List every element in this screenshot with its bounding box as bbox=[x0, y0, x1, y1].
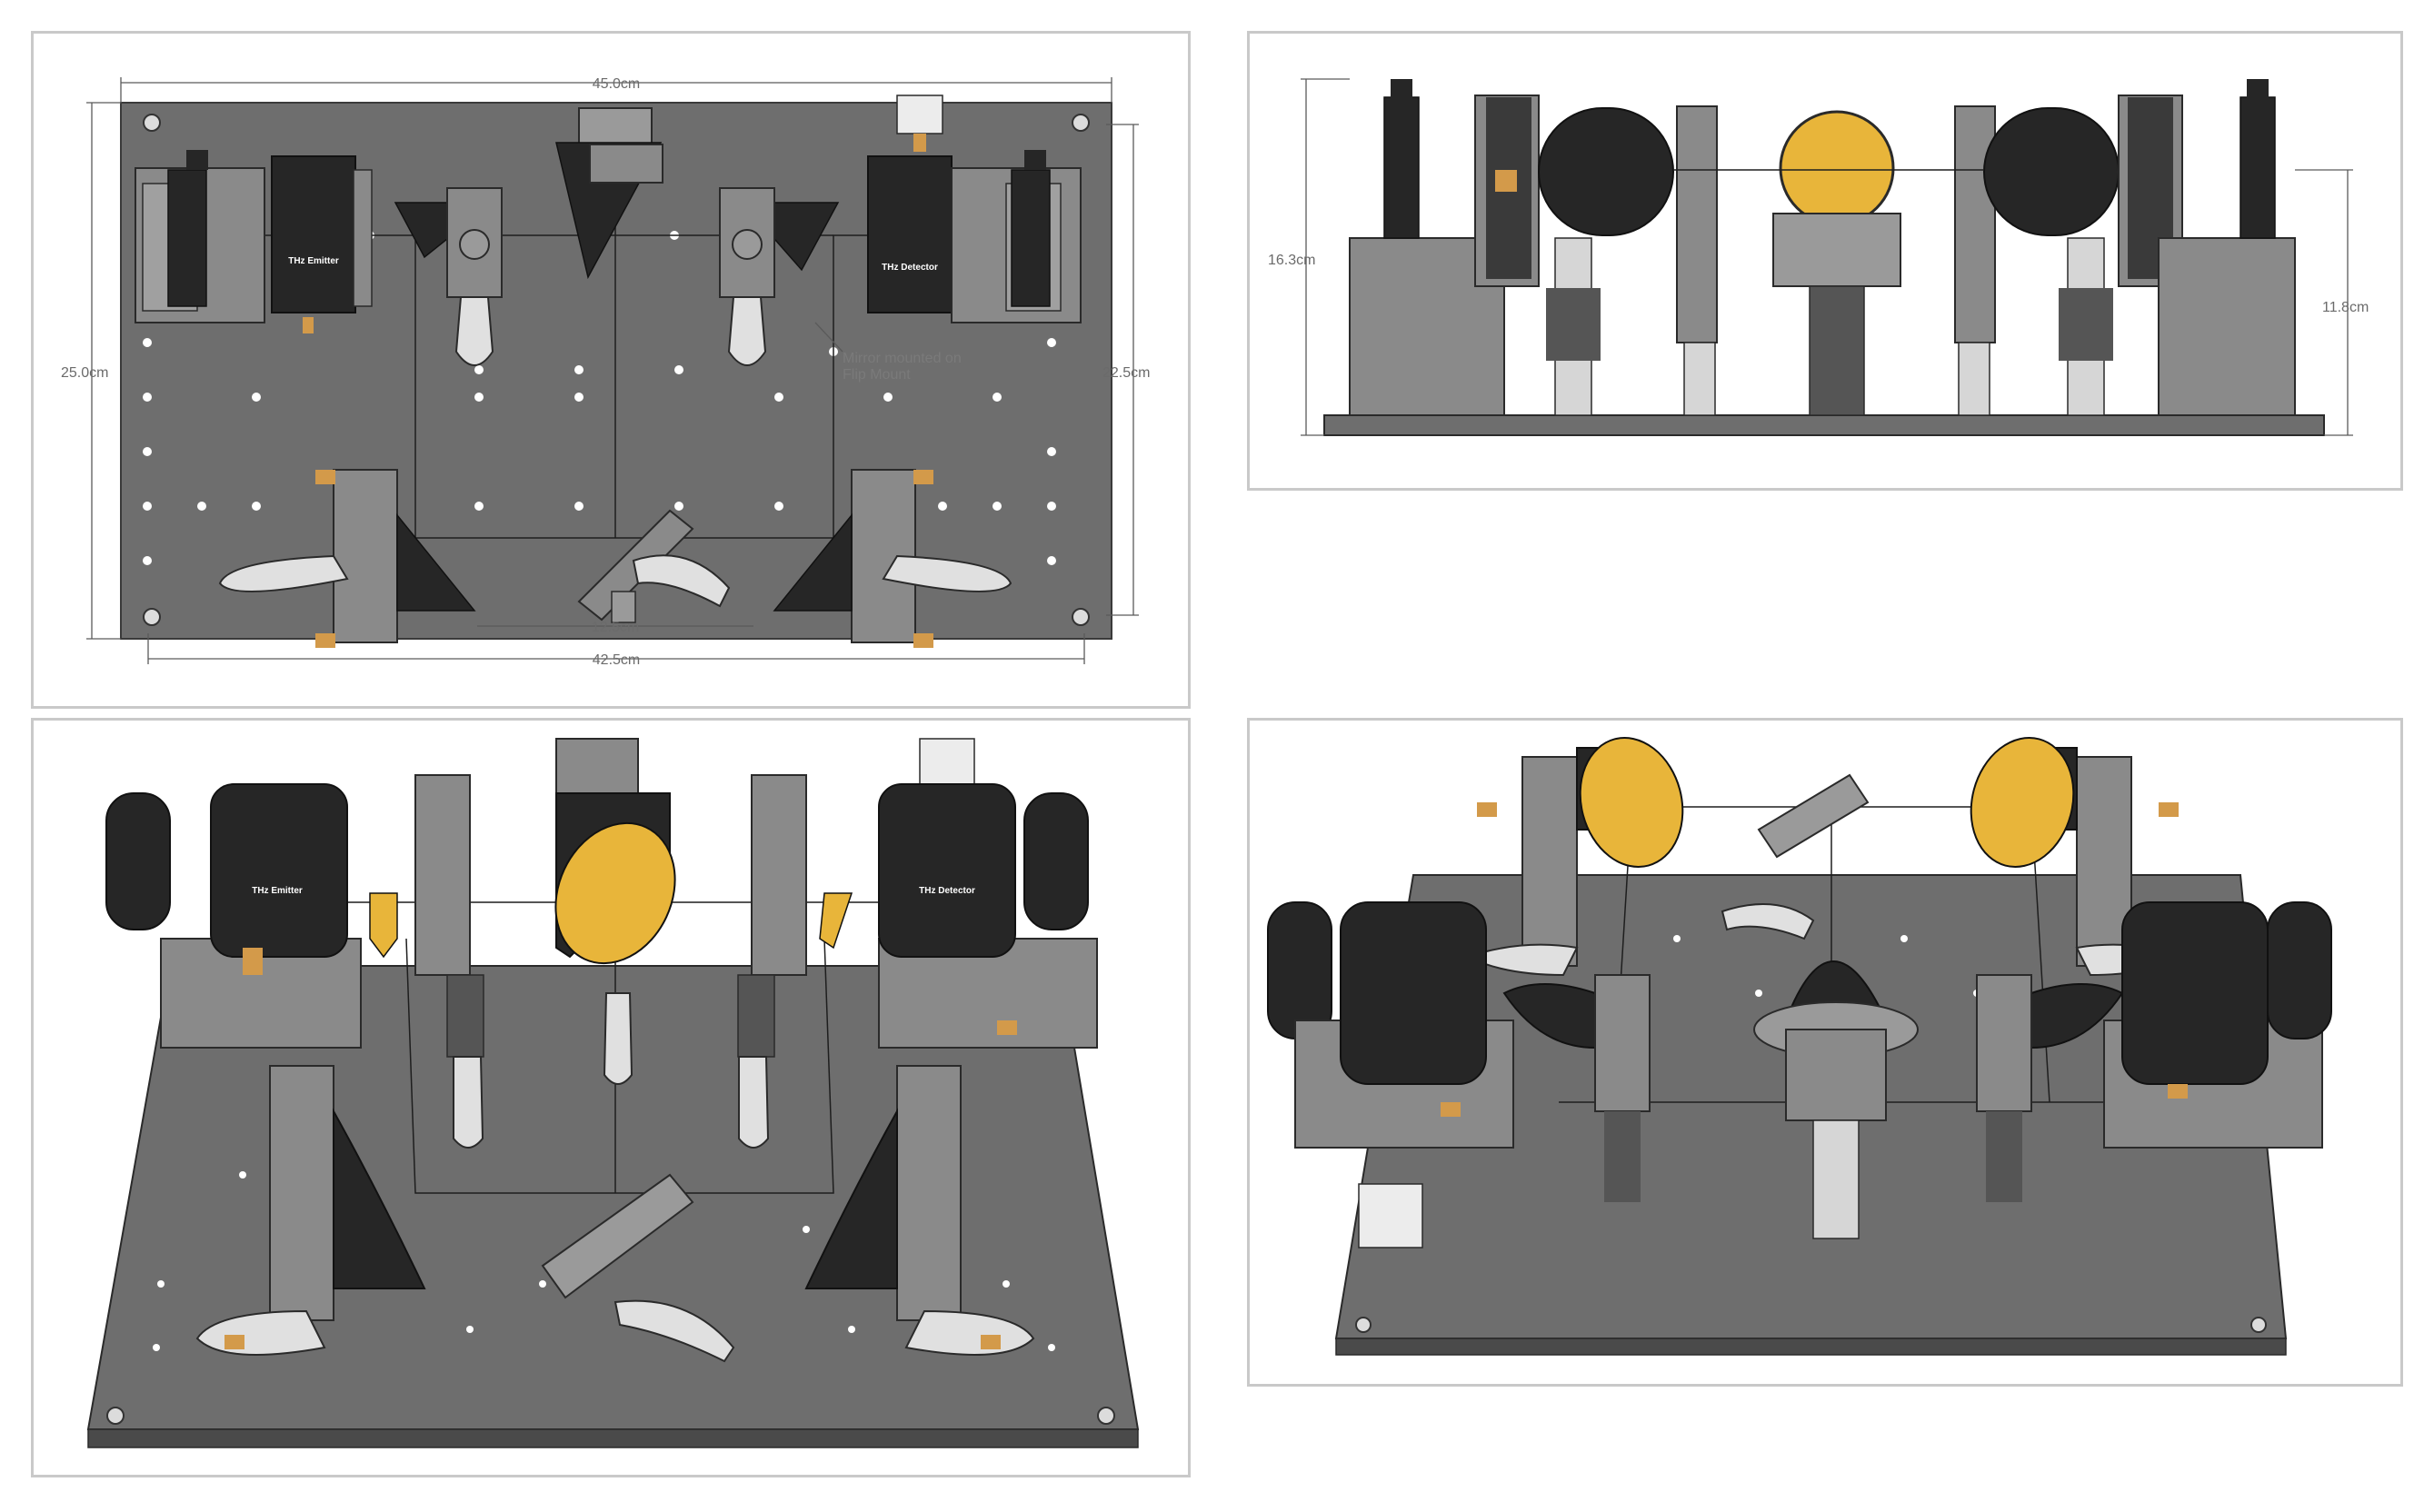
persp-front-emitter: THz Emitter bbox=[105, 783, 398, 1049]
persp-front-left-top-mount bbox=[414, 774, 484, 1149]
side-emitter-body bbox=[1538, 107, 1674, 236]
corner-holes bbox=[143, 114, 1090, 626]
dimension-lines bbox=[86, 77, 1139, 664]
side-dim-height-left: 16.3cm bbox=[1268, 253, 1315, 268]
perspective-back-drawing bbox=[1267, 737, 2332, 1356]
perspective-front-panel: THz Emitter THz Detect bbox=[31, 718, 1191, 1477]
left-top-mirror-mount bbox=[394, 187, 503, 366]
persp-back-bottom-right-mirror bbox=[1976, 974, 2124, 1202]
persp-back-right-assembly bbox=[2103, 901, 2332, 1149]
flip-mount-clamp-fork bbox=[727, 296, 767, 366]
side-center-post bbox=[1809, 285, 1865, 416]
persp-front-bottom-right-mirror bbox=[804, 1065, 1035, 1356]
emitter-brass-screw bbox=[303, 317, 314, 333]
side-view-drawing: 16.3cm 11.8cm bbox=[1268, 78, 2369, 436]
emitter-housing bbox=[271, 155, 356, 313]
detector-housing bbox=[867, 155, 953, 313]
detector-lens-holder bbox=[1011, 169, 1051, 307]
side-view-panel: 16.3cm 11.8cm bbox=[1247, 31, 2403, 491]
emitter-assembly: THz Emitter bbox=[135, 150, 373, 333]
top-view-panel: THz Emitter THz bbox=[31, 31, 1191, 709]
bottom-right-mirror-mount bbox=[773, 469, 1013, 648]
side-detector-body bbox=[1983, 107, 2120, 236]
perspective-back-panel bbox=[1247, 718, 2403, 1387]
side-left-stage bbox=[1349, 79, 1540, 416]
detector-assembly: THz Detector bbox=[867, 94, 1082, 323]
top-view-drawing: THz Emitter THz bbox=[61, 76, 1150, 668]
bottom-center-mirror-mount bbox=[577, 509, 731, 623]
dim-width-top: 45.0cm bbox=[593, 76, 640, 92]
persp-back-top-center-mirror bbox=[1721, 773, 1870, 940]
persp-back-bottom-center-mirror bbox=[1753, 960, 1919, 1239]
left-top-clamp-fork bbox=[454, 296, 494, 366]
persp-back-bottom-left-mirror bbox=[1502, 974, 1651, 1202]
side-left-mirror-mount bbox=[1676, 105, 1718, 343]
side-right-stage bbox=[2118, 79, 2296, 416]
persp-front-bottom-left-mirror bbox=[195, 1065, 426, 1356]
persp-front-detector: THz Detector bbox=[878, 738, 1098, 1049]
mounting-holes bbox=[143, 231, 1056, 565]
perspective-front-drawing: THz Emitter THz Detect bbox=[86, 738, 1140, 1448]
side-dimension-lines bbox=[1301, 78, 2353, 436]
side-center-gold-mirror bbox=[1779, 110, 1895, 226]
persp-front-corner-holes bbox=[106, 1407, 1115, 1425]
dim-width-bottom: 42.5cm bbox=[593, 652, 640, 668]
detector-label: THz Detector bbox=[882, 263, 938, 273]
side-right-mirror-mount bbox=[1954, 105, 1996, 343]
persp-back-top-left-mirror bbox=[1465, 737, 1684, 977]
persp-front-bottom-center-mirror bbox=[541, 1173, 735, 1363]
persp-detector-label: THz Detector bbox=[919, 886, 975, 896]
persp-back-corner-holes bbox=[1355, 1317, 2267, 1333]
flip-mount-note-line1: Mirror mounted on bbox=[843, 351, 962, 366]
persp-front-center-mirror bbox=[554, 738, 676, 1085]
side-dim-height-right: 11.8cm bbox=[2322, 300, 2369, 315]
dim-height-right: 22.5cm bbox=[1102, 365, 1150, 381]
right-top-mirror-mount bbox=[719, 187, 840, 366]
bottom-left-mirror-mount bbox=[218, 469, 476, 648]
persp-front-right-top-mount bbox=[737, 774, 853, 1149]
bottom-right-parabolic-mirror bbox=[773, 512, 853, 612]
bottom-left-parabolic-mirror bbox=[396, 512, 476, 612]
flip-mount-note-line2: Flip Mount bbox=[843, 367, 911, 383]
persp-back-left-assembly bbox=[1267, 901, 1514, 1248]
bottom-right-clamp-fork bbox=[882, 554, 1013, 592]
detector-preamp-box bbox=[896, 94, 943, 134]
persp-emitter-label: THz Emitter bbox=[252, 886, 303, 896]
side-breadboard-plate bbox=[1323, 414, 2325, 436]
center-top-mirror-mount bbox=[555, 107, 663, 280]
dim-mirror-gap: 12.5cm bbox=[592, 620, 639, 635]
bottom-left-clamp-fork bbox=[218, 554, 349, 592]
dim-height-left: 25.0cm bbox=[61, 365, 108, 381]
emitter-lens-holder bbox=[167, 169, 207, 307]
emitter-label: THz Emitter bbox=[288, 256, 339, 266]
